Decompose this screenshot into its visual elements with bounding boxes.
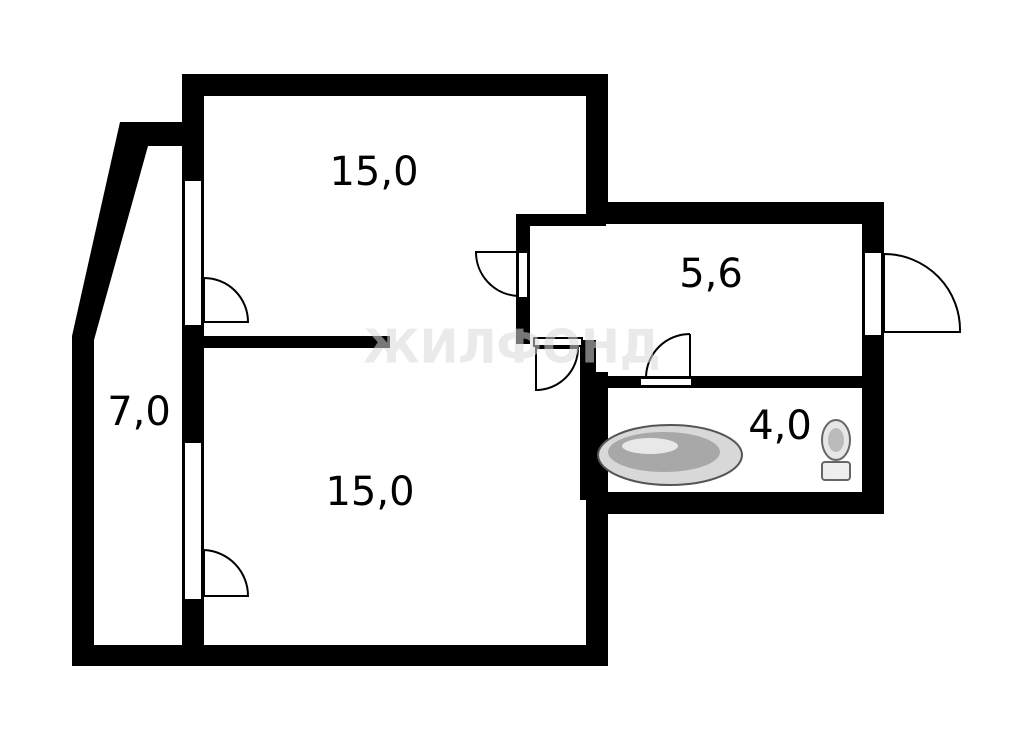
window-hall-right bbox=[863, 251, 883, 337]
window-top-room bbox=[183, 179, 203, 327]
door-hall-threshold bbox=[533, 337, 583, 347]
door-top-room bbox=[474, 251, 519, 297]
toilet-icon bbox=[821, 419, 851, 481]
window-bottom-room bbox=[183, 441, 203, 601]
area-label-bathroom: 4,0 bbox=[748, 403, 812, 449]
door-entrance bbox=[883, 253, 962, 333]
door-balcony-top bbox=[203, 277, 250, 323]
area-label-top-room: 15,0 bbox=[329, 149, 418, 195]
door-bottom-room bbox=[535, 347, 580, 392]
windows bbox=[183, 179, 883, 601]
area-label-bottom-room: 15,0 bbox=[325, 469, 414, 515]
doors bbox=[203, 251, 962, 597]
area-label-balcony: 7,0 bbox=[107, 389, 171, 435]
window-hall-left bbox=[517, 251, 529, 299]
door-bathroom-threshold bbox=[639, 377, 693, 387]
door-balcony-bottom bbox=[203, 549, 250, 597]
bathtub-icon bbox=[597, 424, 743, 486]
area-label-hall: 5,6 bbox=[679, 251, 743, 297]
watermark: ЖИЛФОНД bbox=[363, 320, 660, 374]
balcony-walls bbox=[72, 122, 182, 666]
